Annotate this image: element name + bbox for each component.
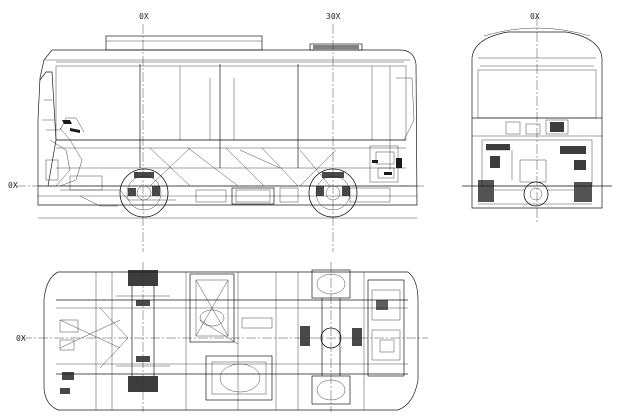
label-axis-front: 0X <box>8 181 18 190</box>
rear-view-outline <box>471 31 603 209</box>
rear-differential <box>523 181 549 207</box>
rear-view <box>462 16 612 222</box>
underside-outline <box>43 271 419 411</box>
underside-fuel-tank <box>205 355 273 401</box>
label-axis-30x: 30X <box>326 12 341 21</box>
label-axis-rear: 0X <box>530 12 540 21</box>
side-view-body-outline <box>37 49 418 206</box>
roof-vent <box>309 43 363 51</box>
label-axis-0x: 0X <box>139 12 149 21</box>
rear-engine-plan <box>367 279 405 377</box>
underside-tank <box>189 273 235 343</box>
side-front-wheel <box>119 168 169 218</box>
underside-view <box>22 262 428 412</box>
label-axis-under: 0X <box>16 334 26 343</box>
fuel-tank <box>231 187 275 205</box>
side-view <box>16 24 424 252</box>
roof-ac-unit <box>105 35 263 51</box>
